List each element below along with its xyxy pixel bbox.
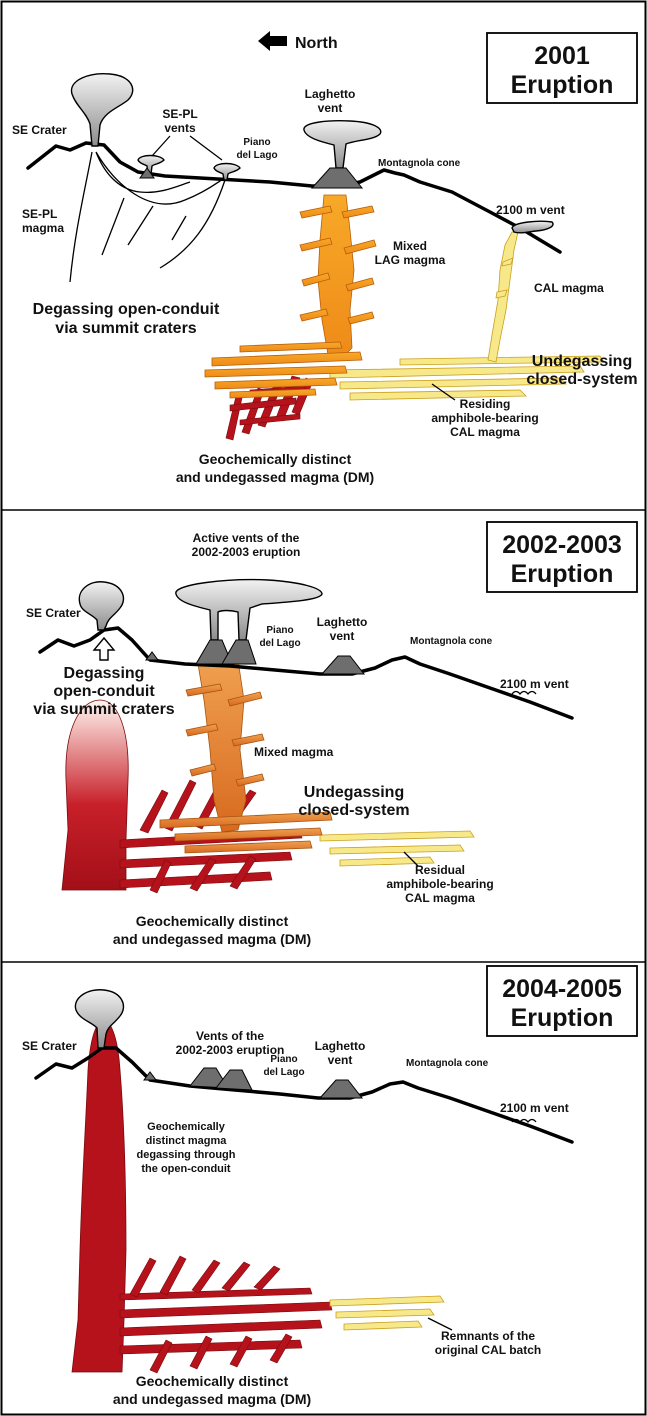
- up-arrow-icon-2002: [94, 638, 114, 660]
- title-year-2001: 2001: [534, 42, 590, 70]
- vent-2100-plume-2001: [512, 221, 553, 233]
- sepl-vents-label-2001: SE-PL: [162, 107, 197, 121]
- residual-label-2002-b: amphibole-bearing: [386, 877, 493, 891]
- residual-label-2002: Residual: [415, 863, 465, 877]
- montagnola-label-2002: Montagnola cone: [410, 636, 493, 647]
- laghetto-label-2002-b: vent: [330, 629, 355, 643]
- residing-label-2001-b: amphibole-bearing: [431, 411, 538, 425]
- mixed-lag-label-2001-b: LAG magma: [375, 253, 446, 267]
- cal-remnants-2004: [330, 1296, 444, 1330]
- dm-degassing-label-2004: Geochemically: [147, 1121, 226, 1133]
- vent2100-label-2002: 2100 m vent: [500, 677, 569, 691]
- laghetto-label-2002: Laghetto: [317, 615, 368, 629]
- active-vents-plume-2002: [176, 580, 322, 640]
- vent2100-label-2004: 2100 m vent: [500, 1101, 569, 1115]
- sepl-magma-label-2001-b: magma: [22, 221, 64, 235]
- degassing-label-2002: Degassing: [64, 665, 145, 682]
- laghetto-cone-2002: [322, 656, 364, 674]
- degassing-label-2001: Degassing open-conduit: [33, 301, 220, 318]
- montagnola-label-2001: Montagnola cone: [378, 158, 461, 169]
- undegassing-label-2002: Undegassing: [304, 784, 404, 801]
- residing-label-2001: Residing: [460, 397, 511, 411]
- se-crater-label-2002: SE Crater: [26, 606, 81, 620]
- laghetto-label-2001-b: vent: [318, 101, 343, 115]
- panel-2002: 2002-2003 Eruption: [26, 522, 637, 947]
- laghetto-label-2004-b: vent: [328, 1053, 353, 1067]
- vents-label-2004: Vents of the: [196, 1029, 264, 1043]
- vent2100-label-2001: 2100 m vent: [496, 203, 565, 217]
- piano-label-2001-b: del Lago: [236, 150, 277, 161]
- laghetto-plume-2001: [304, 121, 381, 168]
- undegassing-label-2002-b: closed-system: [298, 802, 409, 819]
- piano-label-2004: Piano: [270, 1054, 297, 1065]
- se-crater-plume-2001: [72, 74, 133, 146]
- mixed-lag-label-2001: Mixed: [393, 239, 427, 253]
- dm-degassing-label-2004-b: distinct magma: [146, 1135, 228, 1147]
- remnants-label-2004-b: original CAL batch: [435, 1343, 541, 1357]
- active-vents-label-2002-b: 2002-2003 eruption: [192, 545, 301, 559]
- title-eruption-2004: Eruption: [511, 1004, 614, 1032]
- cal-magma-body-2002: [320, 831, 474, 866]
- left-arrow-icon: [258, 31, 287, 51]
- dm-degassing-label-2004-d: the open-conduit: [141, 1163, 231, 1175]
- north-label: North: [295, 35, 338, 52]
- laghetto-cone-2001: [312, 168, 362, 188]
- sepl-vent-feeder-2001: [160, 180, 225, 268]
- montagnola-label-2004: Montagnola cone: [406, 1058, 489, 1069]
- residual-label-2002-c: CAL magma: [405, 891, 475, 905]
- se-crater-plume-2002: [79, 582, 123, 630]
- se-crater-label-2001: SE Crater: [12, 123, 67, 137]
- active-vents-label-2002: Active vents of the: [193, 531, 300, 545]
- piano-label-2004-b: del Lago: [263, 1067, 304, 1078]
- dm-conduit-2004: [72, 1020, 126, 1372]
- piano-label-2001: Piano: [243, 137, 270, 148]
- degassing-label-2001-b: via summit craters: [55, 320, 197, 337]
- sepl-vents-label-2001-b: vents: [164, 121, 196, 135]
- se-crater-plume-2004: [75, 990, 123, 1048]
- degassing-label-2002-b: open-conduit: [53, 683, 155, 700]
- geochem-label-2002: Geochemically distinct: [136, 913, 289, 929]
- vent2100-mark-2002: [512, 692, 536, 695]
- title-eruption-2002: Eruption: [511, 560, 614, 588]
- sepl-vents-pointer-2001: [152, 136, 222, 160]
- dm-degassing-label-2004-c: degassing through: [137, 1149, 236, 1161]
- dm-dikes-2004: [120, 1256, 332, 1373]
- residing-label-2001-c: CAL magma: [450, 425, 520, 439]
- se-crater-label-2004: SE Crater: [22, 1039, 77, 1053]
- sepl-magma-label-2001: SE-PL: [22, 207, 57, 221]
- mixed-magma-label-2002: Mixed magma: [254, 745, 334, 759]
- piano-label-2002-b: del Lago: [259, 638, 300, 649]
- geochem-label-2002-b: and undegassed magma (DM): [113, 931, 311, 947]
- title-year-2004: 2004-2005: [502, 975, 622, 1003]
- geochem-label-2001-b: and undegassed magma (DM): [176, 469, 374, 485]
- remnants-label-2004: Remnants of the: [441, 1329, 535, 1343]
- panel-2001: 2001 Eruption: [12, 33, 638, 485]
- undegassing-label-2001: Undegassing: [532, 353, 632, 370]
- geochem-label-2004-b: and undegassed magma (DM): [113, 1391, 311, 1407]
- geochem-label-2004: Geochemically distinct: [136, 1373, 289, 1389]
- north-indicator: North: [258, 31, 338, 52]
- panel-2004: 2004-2005 Eruption: [22, 966, 637, 1407]
- vents-label-2004-b: 2002-2003 eruption: [176, 1043, 285, 1057]
- dm-conduit-2002: [62, 700, 128, 890]
- cal-magma-label-2001: CAL magma: [534, 281, 604, 295]
- title-year-2002: 2002-2003: [502, 531, 622, 559]
- laghetto-cone-2004: [320, 1080, 362, 1098]
- degassing-label-2002-c: via summit craters: [33, 701, 175, 718]
- laghetto-label-2004: Laghetto: [315, 1039, 366, 1053]
- piano-label-2002: Piano: [266, 625, 293, 636]
- undegassing-label-2001-b: closed-system: [526, 371, 637, 388]
- geochem-label-2001: Geochemically distinct: [199, 451, 352, 467]
- lag-magma-body-2001: [205, 195, 376, 398]
- title-eruption-2001: Eruption: [511, 71, 614, 99]
- ground-profile-2001: [28, 143, 560, 252]
- laghetto-label-2001: Laghetto: [305, 87, 356, 101]
